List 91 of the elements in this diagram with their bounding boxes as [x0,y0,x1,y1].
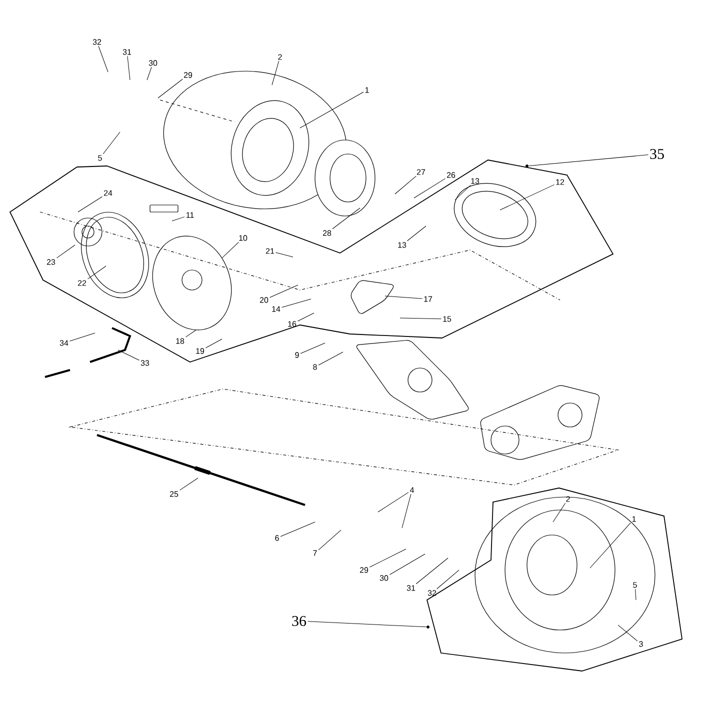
callout-number: 25 [170,491,178,497]
leader-line [318,530,342,550]
leader-line [590,522,631,568]
callout-number: 19 [196,348,204,354]
callout-number: 3 [639,641,643,647]
leader-line [206,338,222,348]
leader-line [635,588,636,600]
callout-number: 29 [184,72,192,78]
callout-number: 9 [295,352,299,358]
callout-number: 17 [424,296,432,302]
callout-number: 8 [313,364,317,370]
leader-line [56,244,76,258]
leader-line [384,296,422,299]
leader-line [378,492,409,512]
leader-line [158,78,183,98]
callout-number: 15 [443,316,452,322]
callout-number: 32 [428,590,436,596]
leader-line [454,184,471,200]
leader-line [282,298,312,308]
callout-number: 36 [292,616,306,626]
leader-line [416,558,448,584]
leader-line [332,208,360,230]
callout-number: 34 [60,340,68,346]
leader-line [272,60,280,86]
leader-line [118,350,140,360]
callout-number: 32 [92,39,102,45]
callout-number: 18 [176,338,184,344]
outline-corner [526,164,528,168]
leader-line [394,176,416,194]
callout-number: 27 [416,169,426,175]
leader-line [528,154,648,166]
callout-number: 13 [398,242,406,248]
callout-number: 22 [78,280,86,286]
callout-number: 1 [632,516,636,522]
leader-line [180,478,198,490]
leader-line [102,132,120,154]
leader-line [70,332,96,342]
callout-number: 6 [275,535,279,541]
callout-number: 31 [406,585,416,591]
callout-number: 28 [322,230,332,236]
leader-line [402,494,412,528]
leader-line [618,624,638,642]
leader-line [186,330,196,338]
callout-number: 20 [260,297,268,303]
leader-line [552,502,566,522]
callout-number: 29 [360,567,368,573]
leader-line [414,178,446,198]
callout-number: 13 [471,178,480,184]
leader-line [270,284,298,298]
callout-number: 2 [566,496,570,502]
callout-number: 26 [446,172,456,178]
callout-number: 14 [272,306,280,312]
callout-number: 4 [410,487,414,493]
callout-number: 31 [122,49,132,55]
leader-line [318,352,344,366]
outline-corner [426,626,430,628]
callout-number: 35 [650,148,664,160]
leader-line [280,522,316,537]
callout-number: 33 [140,360,150,366]
leader-line [98,46,108,72]
leader-line [222,242,239,258]
leader-line [300,342,326,354]
callout-number: 16 [288,321,296,327]
leader-line [406,226,426,242]
leader-line [308,621,426,628]
callout-number: 11 [186,212,194,218]
callout-number: 21 [266,248,274,254]
leader-line [276,252,294,258]
callout-number: 2 [278,54,282,60]
leader-line [300,92,364,128]
leader-line [88,266,106,280]
callout-number: 12 [556,179,564,185]
leader-line [390,554,426,575]
callout-number: 23 [46,259,56,265]
leader-line [370,548,406,568]
leader-line [400,318,442,320]
leader-line [146,66,152,80]
callout-number: 30 [380,575,388,581]
callout-number: 24 [104,190,112,196]
leader-line [500,184,554,210]
callout-number: 5 [98,155,102,161]
callout-number: 7 [313,550,317,556]
callout-number: 10 [239,235,248,241]
leader-line [436,570,460,590]
leader-line [127,56,130,80]
callout-number: 1 [365,87,369,93]
leader-line [298,312,314,322]
leader-line [78,196,102,212]
callout-number: 30 [148,60,158,66]
callout-number: 5 [633,582,637,588]
leader-line [172,216,185,222]
